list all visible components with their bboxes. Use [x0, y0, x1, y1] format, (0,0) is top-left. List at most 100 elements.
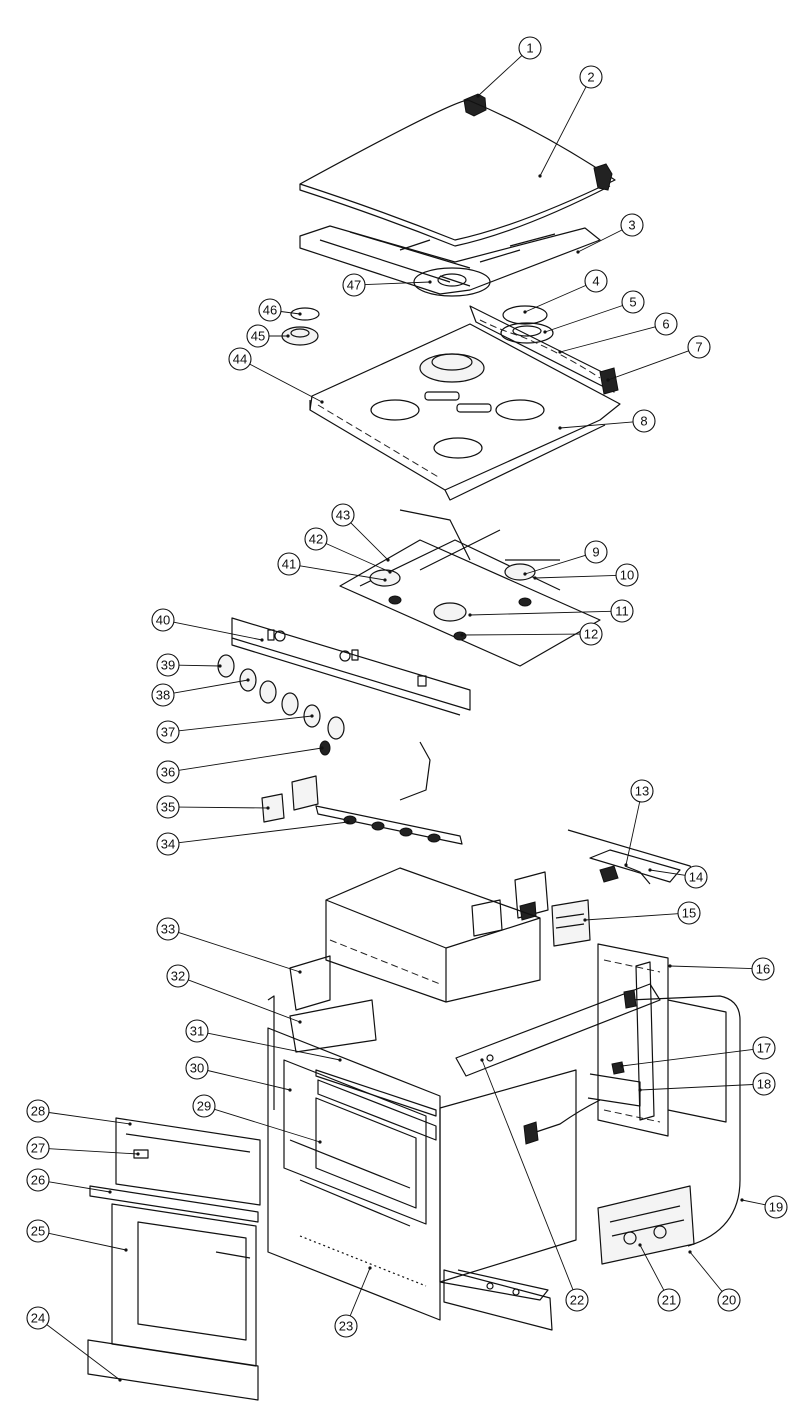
svg-text:41: 41 — [282, 557, 296, 572]
leader-line-15 — [584, 913, 679, 921]
svg-text:25: 25 — [31, 1224, 45, 1239]
leader-line-12 — [461, 633, 581, 636]
callout-10: 10 — [615, 563, 639, 587]
leader-line-8 — [559, 421, 634, 429]
svg-text:27: 27 — [31, 1141, 45, 1156]
knobs — [217, 654, 345, 756]
callout-22: 22 — [565, 1288, 589, 1312]
callout-32: 32 — [166, 964, 190, 988]
svg-text:30: 30 — [190, 1061, 204, 1076]
leader-dot-22 — [480, 1058, 484, 1062]
svg-text:15: 15 — [682, 906, 696, 921]
leader-line-47 — [364, 281, 431, 286]
svg-text:16: 16 — [756, 962, 770, 977]
svg-text:18: 18 — [757, 1077, 771, 1092]
leader-line-30 — [207, 1070, 291, 1091]
svg-text:34: 34 — [161, 837, 175, 852]
callout-46: 46 — [258, 298, 282, 322]
side-bar — [455, 961, 661, 1121]
callout-5: 5 — [621, 290, 645, 314]
wok-burner-cap — [413, 267, 491, 297]
leader-line-34 — [178, 821, 349, 844]
svg-text:40: 40 — [156, 613, 170, 628]
leader-dot-10 — [533, 576, 537, 580]
svg-text:31: 31 — [190, 1024, 204, 1039]
callout-27: 27 — [26, 1136, 50, 1160]
leader-dot-36 — [320, 746, 324, 750]
callout-43: 43 — [331, 503, 355, 527]
leader-dot-12 — [460, 633, 464, 637]
callout-16: 16 — [751, 957, 775, 981]
svg-text:20: 20 — [722, 1293, 736, 1308]
svg-text:14: 14 — [689, 870, 703, 885]
callout-42: 42 — [304, 527, 328, 551]
svg-text:17: 17 — [757, 1041, 771, 1056]
callout-6: 6 — [654, 312, 678, 336]
leader-line-35 — [178, 806, 269, 809]
leader-dot-28 — [128, 1122, 132, 1126]
leader-line-37 — [178, 715, 313, 732]
callout-8: 8 — [632, 409, 656, 433]
glass-lid — [299, 99, 616, 247]
svg-text:38: 38 — [156, 688, 170, 703]
leader-line-18 — [639, 1084, 754, 1091]
leader-lines — [46, 55, 766, 1382]
callout-39: 39 — [156, 653, 180, 677]
callout-45: 45 — [246, 324, 270, 348]
leader-line-27 — [48, 1148, 139, 1155]
leader-dot-7 — [606, 378, 610, 382]
leader-line-16 — [669, 965, 753, 970]
svg-text:43: 43 — [336, 508, 350, 523]
leader-dot-41 — [383, 578, 387, 582]
callouts: 1 2 3 4 5 6 7 8 9 10 11 12 13 14 15 16 1… — [26, 36, 788, 1338]
leader-line-19 — [741, 1199, 766, 1206]
svg-text:36: 36 — [161, 765, 175, 780]
callout-12: 12 — [579, 622, 603, 646]
leader-line-46 — [280, 311, 301, 315]
leader-line-26 — [48, 1181, 111, 1193]
leader-line-20 — [689, 1251, 723, 1292]
callout-21: 21 — [657, 1288, 681, 1312]
callout-44: 44 — [228, 347, 252, 371]
leader-line-33 — [178, 931, 301, 973]
leader-line-14 — [649, 869, 686, 876]
right-burner — [500, 305, 554, 344]
leader-line-6 — [559, 326, 656, 353]
leader-dot-34 — [346, 820, 350, 824]
svg-text:10: 10 — [620, 568, 634, 583]
svg-text:13: 13 — [635, 784, 649, 799]
callout-24: 24 — [26, 1306, 50, 1330]
leader-line-7 — [607, 350, 689, 381]
svg-text:3: 3 — [628, 218, 635, 233]
bracket-plate — [267, 995, 377, 1110]
svg-text:44: 44 — [233, 352, 247, 367]
svg-text:46: 46 — [263, 303, 277, 318]
callout-9: 9 — [584, 540, 608, 564]
leader-line-40 — [173, 621, 263, 641]
callout-40: 40 — [151, 608, 175, 632]
leader-line-32 — [188, 979, 301, 1023]
switch-block — [551, 899, 591, 947]
callout-47: 47 — [342, 273, 366, 297]
leader-dot-25 — [124, 1248, 128, 1252]
leader-dot-27 — [136, 1152, 140, 1156]
leader-dot-23 — [368, 1266, 372, 1270]
svg-text:1: 1 — [526, 41, 533, 56]
leader-dot-6 — [558, 350, 562, 354]
leader-line-24 — [46, 1324, 121, 1381]
leader-line-5 — [544, 305, 623, 333]
leader-dot-13 — [624, 863, 628, 867]
svg-text:2: 2 — [587, 70, 594, 85]
leader-dot-4 — [523, 310, 527, 314]
leader-dot-17 — [620, 1064, 624, 1068]
cavity-clips — [471, 871, 549, 937]
leader-line-10 — [534, 574, 617, 579]
callout-25: 25 — [26, 1219, 50, 1243]
svg-text:26: 26 — [31, 1173, 45, 1188]
callout-19: 19 — [764, 1195, 788, 1219]
leader-dot-31 — [338, 1058, 342, 1062]
leader-dot-46 — [298, 312, 302, 316]
leader-dot-20 — [688, 1250, 692, 1254]
leader-line-2 — [539, 86, 587, 177]
